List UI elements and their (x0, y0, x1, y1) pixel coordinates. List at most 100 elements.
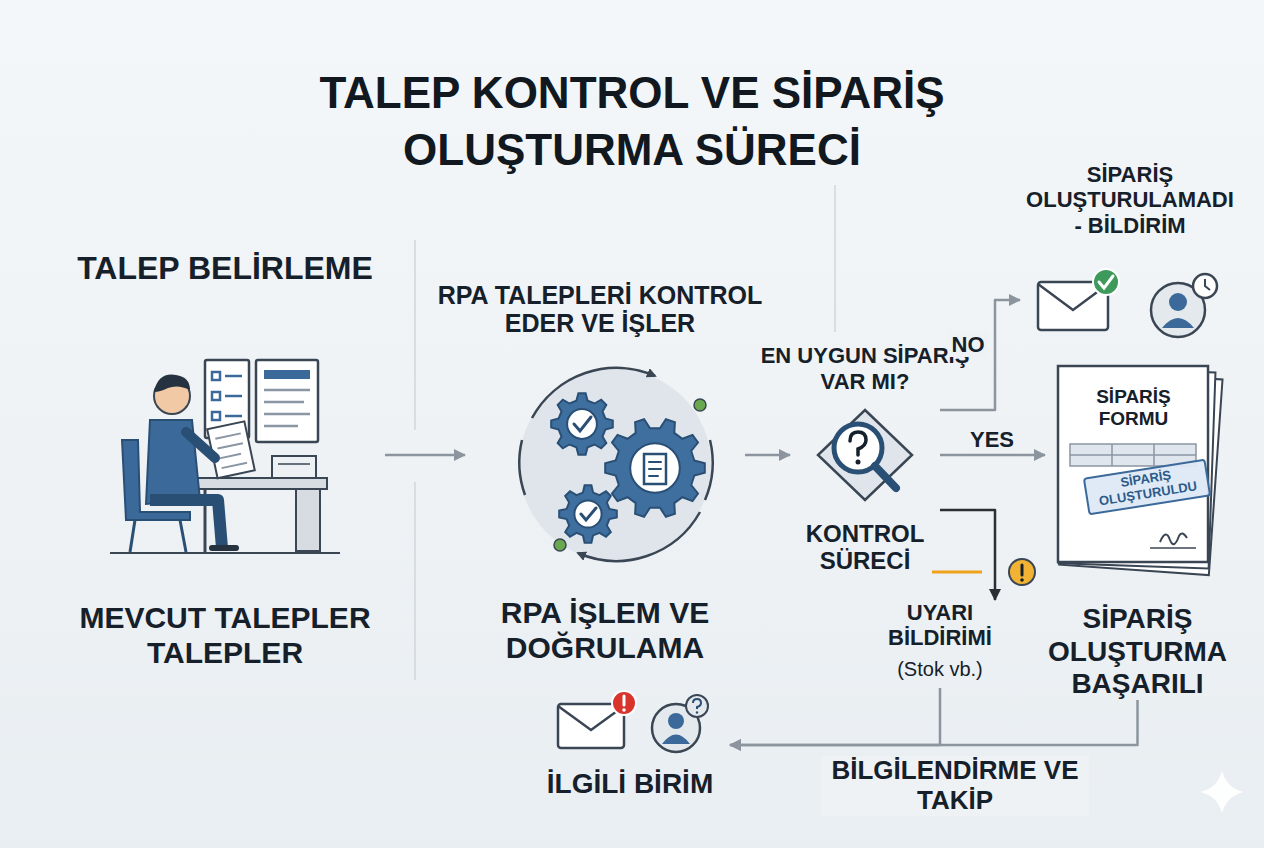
form-stamp: SİPARİŞ OLUŞTURULDU (1083, 459, 1211, 516)
decision-magnifier (856, 460, 861, 465)
person-at-desk (130, 520, 135, 552)
decision-magnifier (818, 410, 912, 500)
order-form-sheets (1160, 533, 1187, 544)
person-at-desk (150, 500, 222, 548)
divider-line (834, 185, 836, 332)
success-caption: SİPARİŞ OLUŞTURMA BAŞARILI (1045, 603, 1230, 700)
rpa-gear-cluster (694, 399, 706, 411)
person-at-desk (195, 478, 327, 489)
stage-caption: MEVCUT TALEPLER TALEPLER (65, 601, 385, 670)
warning-note: (Stok vb.) (855, 658, 1025, 681)
rpa-gear-cluster (705, 440, 713, 500)
person-at-desk (264, 390, 310, 426)
rpa-gear-cluster (519, 440, 525, 495)
person-at-desk (264, 389, 310, 392)
related-unit-icons (696, 711, 698, 713)
related-unit-icons (558, 691, 708, 752)
decision-magnifier (818, 410, 912, 500)
failure-icons (1093, 269, 1119, 295)
person-at-desk (272, 456, 316, 478)
decision-magnifier (875, 466, 896, 488)
person-at-desk (222, 463, 247, 468)
flow-connector (940, 300, 1020, 410)
person-at-desk (215, 433, 247, 468)
divider-line (414, 482, 416, 680)
person-at-desk (207, 421, 255, 478)
gear-hub (574, 500, 601, 527)
person-at-desk (278, 463, 310, 465)
failure-icons (1162, 318, 1194, 328)
person-at-desk (264, 413, 310, 416)
warning-icon (932, 559, 1035, 585)
decision-magnifier (850, 432, 866, 455)
person-at-desk (186, 432, 215, 458)
order-form-sheets (1150, 547, 1196, 549)
flow-connector (940, 510, 995, 600)
person-at-desk (212, 392, 220, 400)
flow-connector (730, 688, 940, 745)
person-at-desk (154, 375, 190, 392)
flow-connector (745, 454, 790, 457)
stage-heading: TALEP BELİRLEME (65, 250, 385, 287)
person-at-desk (225, 375, 242, 378)
related-unit: İLGİLİ BİRİM (530, 688, 730, 800)
warning-icon (932, 571, 982, 574)
clipboard-symbol (644, 454, 666, 484)
person-at-desk (296, 489, 320, 551)
warning-icon (1020, 578, 1024, 582)
warning-notice: UYARI BİLDİRİMİ (Stok vb.) (855, 600, 1025, 688)
person-at-desk (212, 372, 220, 380)
divider-line (415, 185, 835, 680)
failure-notice: SİPARİŞ OLUŞTURULAMADI - BİLDİRİM (1020, 162, 1240, 347)
failure-icons (1205, 279, 1210, 290)
gear-hub (630, 443, 680, 493)
warning-heading: UYARI BİLDİRİMİ (855, 600, 1025, 651)
order-form-node: SİPARİŞ FORMU SİPARİŞ OLUŞTURULDU SİPARİŞ … (1045, 360, 1230, 700)
rpa-gear-cluster (519, 368, 713, 561)
gear-symbol (551, 393, 613, 455)
related-unit-icons (623, 696, 626, 705)
related-unit-icons (686, 695, 708, 717)
order-form-sheets (1058, 366, 1223, 575)
edge-label: BİLGİLENDİRME VE TAKİP (821, 756, 1089, 816)
warning-icon (1021, 565, 1024, 575)
flow-connector (940, 454, 1045, 457)
person-at-desk (217, 443, 242, 448)
gear-symbol (605, 419, 705, 517)
person-at-desk (212, 412, 220, 420)
person-at-desk (207, 421, 255, 478)
failure-icons (1193, 274, 1217, 298)
order-form-sheets (1070, 454, 1196, 456)
person-at-desk (225, 395, 242, 398)
person-at-desk (264, 425, 298, 428)
notice-heading: SİPARİŞ OLUŞTURULAMADI - BİLDİRİM (1020, 162, 1240, 238)
person-at-desk (212, 372, 242, 420)
unit-caption: İLGİLİ BİRİM (530, 768, 730, 800)
person-at-desk (256, 360, 318, 442)
person-at-desk (220, 454, 242, 459)
edge-label: NO (949, 332, 988, 357)
decision-question: EN UYGUN SİPARİŞ VAR MI? (750, 343, 980, 394)
person-at-desk (180, 520, 186, 552)
stage-column: TALEP BELİRLEME MEVCUT TALEPLER TALEPLER (65, 250, 385, 670)
stage-column: RPA TALEPLERİ KONTROL EDER VE İŞLERRPA İ… (465, 360, 745, 665)
person-at-desk (215, 433, 240, 438)
decision-caption: KONTROL SÜRECİ (790, 520, 940, 575)
person-at-desk (264, 401, 304, 404)
person-at-desk (212, 545, 236, 551)
person-at-desk (225, 415, 242, 418)
related-unit-icons (662, 735, 690, 745)
flow-connector (385, 454, 465, 457)
diagram-title: TALEP KONTROL VE SİPARİŞ OLUŞTURMA SÜREC… (252, 64, 1012, 178)
form-title: SİPARİŞ FORMU (1061, 386, 1206, 430)
rpa-gear-cluster (554, 539, 566, 551)
person-at-desk (264, 370, 310, 379)
sparkle-mark (1200, 770, 1244, 814)
stage-heading: RPA TALEPLERİ KONTROL EDER VE İŞLER (425, 281, 775, 339)
stage-caption: RPA İŞLEM VE DOĞRULAMA (465, 596, 745, 665)
warning-icon (1009, 559, 1035, 585)
related-unit-icons (612, 691, 636, 715)
order-form-sheets (1111, 444, 1113, 466)
gear-symbol (559, 485, 617, 543)
divider-line (414, 240, 416, 430)
